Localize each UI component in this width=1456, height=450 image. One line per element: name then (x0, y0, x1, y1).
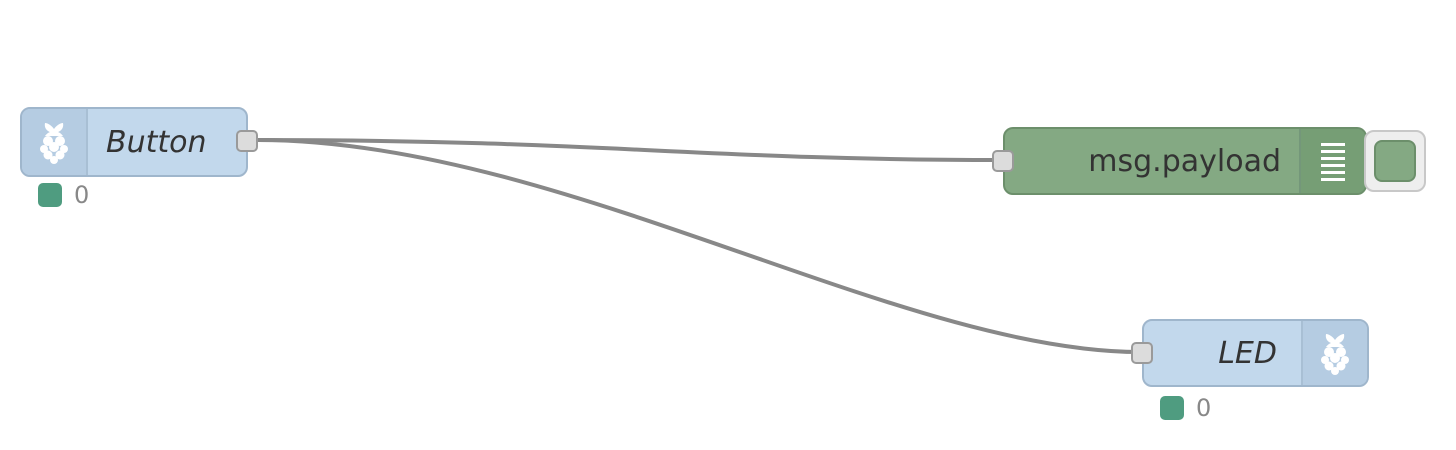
debug-toggle-icon (1374, 140, 1416, 182)
led-input-port[interactable] (1131, 342, 1153, 364)
status-indicator-icon (1160, 396, 1184, 420)
wire-button-to-debug[interactable] (257, 138, 1003, 162)
debug-input-port[interactable] (992, 150, 1014, 172)
debug-node[interactable]: msg.payload (1003, 127, 1367, 195)
status-indicator-icon (38, 183, 62, 207)
button-status-text: 0 (74, 181, 90, 209)
raspberry-pi-icon (1301, 321, 1367, 385)
button-node-label: Button (106, 124, 207, 160)
led-status-text: 0 (1196, 394, 1212, 422)
debug-node-label: msg.payload (1088, 143, 1281, 179)
debug-list-icon (1299, 129, 1365, 193)
button-status: 0 (38, 181, 89, 209)
led-node-label: LED (1218, 335, 1277, 371)
debug-toggle-button[interactable] (1364, 130, 1426, 192)
led-node[interactable]: LED (1142, 319, 1369, 387)
button-output-port[interactable] (236, 130, 258, 152)
raspberry-pi-icon (22, 109, 88, 175)
led-status: 0 (1160, 394, 1211, 422)
button-node[interactable]: Button (20, 107, 248, 177)
